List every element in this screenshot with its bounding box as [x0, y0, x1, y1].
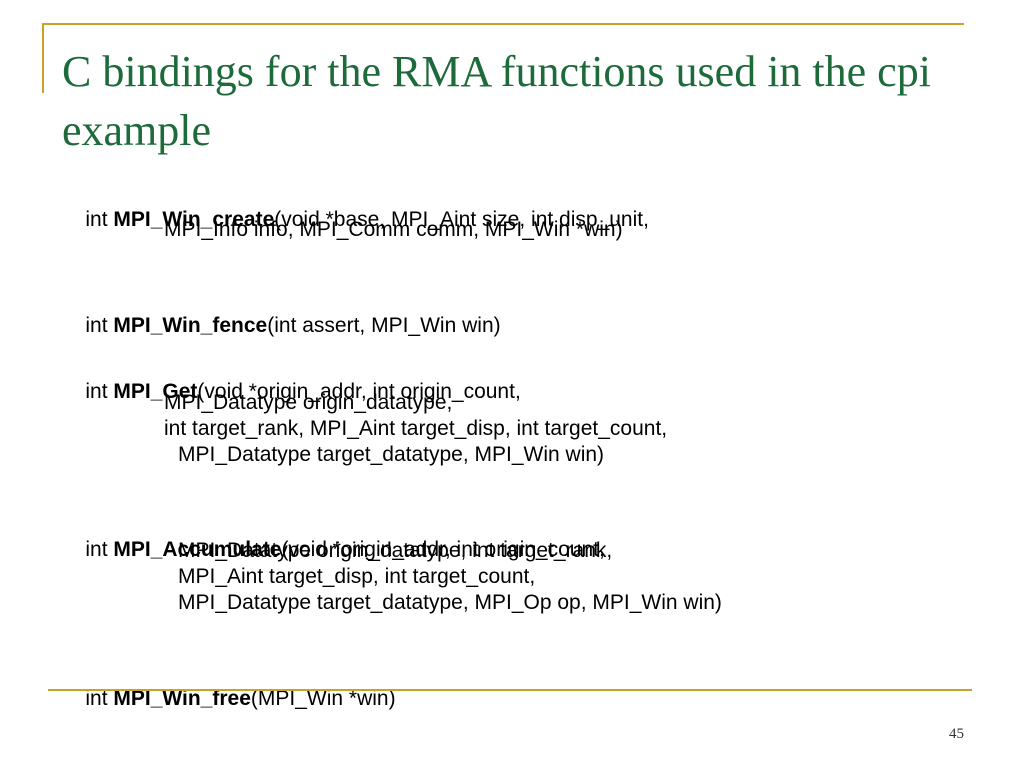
- parameters: (int assert, MPI_Win win): [267, 314, 501, 337]
- return-type: int: [85, 538, 108, 561]
- title-accent-bar: [42, 23, 44, 93]
- binding-win-create-continuation: MPI_Info info, MPI_Comm comm, MPI_Win *w…: [164, 218, 623, 241]
- parameters: (MPI_Win *win): [250, 687, 396, 710]
- function-name: MPI_Get: [113, 380, 198, 403]
- bottom-rule: [48, 689, 972, 691]
- binding-win-fence-signature: int MPI_Win_fence(int assert, MPI_Win wi…: [62, 287, 501, 365]
- binding-get-continuation: MPI_Datatype target_datatype, MPI_Win wi…: [178, 443, 605, 466]
- return-type: int: [85, 380, 108, 403]
- top-rule: [42, 23, 964, 25]
- parameters: (void *origin_addr, int origin_count,: [281, 538, 605, 561]
- function-name: MPI_Accumulate: [113, 538, 282, 561]
- slide-title: C bindings for the RMA functions used in…: [62, 47, 931, 155]
- binding-get-continuation: int target_rank, MPI_Aint target_disp, i…: [164, 417, 668, 440]
- binding-accumulate-continuation: MPI_Datatype origin_datatype, int target…: [178, 539, 613, 562]
- parameters: (void *base, MPI_Aint size, int disp_uni…: [274, 208, 649, 231]
- parameters: (void *origin_addr, int origin_count,: [197, 380, 521, 403]
- return-type: int: [85, 314, 108, 337]
- binding-win-create-signature: int MPI_Win_create(void *base, MPI_Aint …: [62, 181, 649, 259]
- binding-accumulate-signature: int MPI_Accumulate(void *origin_addr, in…: [62, 511, 605, 589]
- function-name: MPI_Win_free: [113, 687, 251, 710]
- return-type: int: [85, 687, 108, 710]
- binding-accumulate-continuation: MPI_Datatype target_datatype, MPI_Op op,…: [178, 591, 722, 614]
- binding-get-signature: int MPI_Get(void *origin_addr, int origi…: [62, 353, 521, 431]
- binding-win-free-signature: int MPI_Win_free(MPI_Win *win): [62, 660, 396, 738]
- binding-get-continuation: MPI_Datatype origin_datatype,: [164, 391, 453, 414]
- function-name: MPI_Win_create: [113, 208, 275, 231]
- return-type: int: [85, 208, 108, 231]
- page-number: 45: [949, 726, 964, 742]
- function-name: MPI_Win_fence: [113, 314, 268, 337]
- binding-accumulate-continuation: MPI_Aint target_disp, int target_count,: [178, 565, 536, 588]
